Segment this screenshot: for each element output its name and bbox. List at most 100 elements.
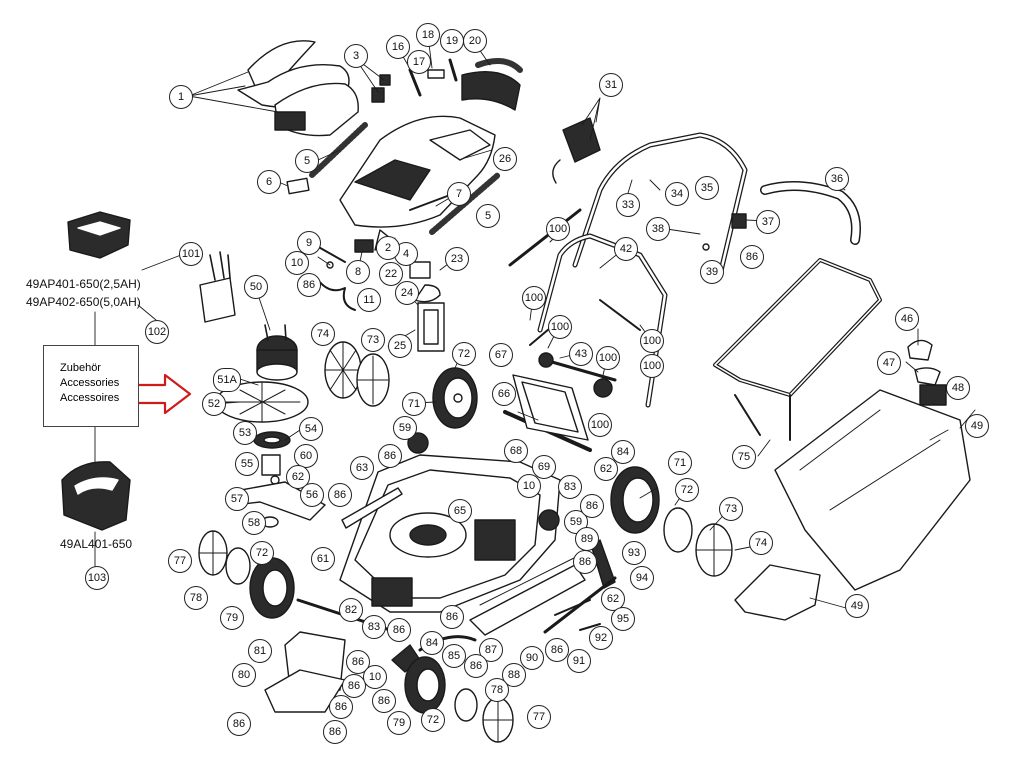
callout-6: 6 xyxy=(257,170,281,194)
accessories-label-de: Zubehör xyxy=(60,362,101,374)
callout-39: 39 xyxy=(700,260,724,284)
callout-100-a: 100 xyxy=(546,217,570,241)
callout-18: 18 xyxy=(416,23,440,47)
callout-71-b: 71 xyxy=(668,451,692,475)
callout-72-d: 72 xyxy=(421,708,445,732)
callout-100-c: 100 xyxy=(548,315,572,339)
callout-100-e: 100 xyxy=(640,354,664,378)
callout-86-f: 86 xyxy=(573,550,597,574)
callout-100-d: 100 xyxy=(596,346,620,370)
callout-10-c: 10 xyxy=(363,665,387,689)
callout-56: 56 xyxy=(300,483,324,507)
callout-25: 25 xyxy=(388,334,412,358)
battery-pack-image xyxy=(67,211,131,259)
callout-66: 66 xyxy=(492,382,516,406)
battery-code-1: 49AP401-650(2,5AH) xyxy=(26,277,141,291)
callout-67: 67 xyxy=(489,343,513,367)
callout-42: 42 xyxy=(614,237,638,261)
callout-86-b: 86 xyxy=(297,273,321,297)
callout-46: 46 xyxy=(895,307,919,331)
callout-33: 33 xyxy=(616,193,640,217)
callout-2: 2 xyxy=(376,236,400,260)
callout-31: 31 xyxy=(599,73,623,97)
callout-102: 102 xyxy=(145,320,169,344)
callout-83-b: 83 xyxy=(362,615,386,639)
callout-85: 85 xyxy=(442,644,466,668)
callout-101: 101 xyxy=(179,242,203,266)
part-1-covers xyxy=(237,40,359,137)
callout-95: 95 xyxy=(611,607,635,631)
callout-62-b: 62 xyxy=(594,457,618,481)
callout-1: 1 xyxy=(169,85,193,109)
callout-86-m: 86 xyxy=(329,695,353,719)
callout-86-g: 86 xyxy=(545,638,569,662)
callout-100-g: 100 xyxy=(588,413,612,437)
callout-86-i: 86 xyxy=(440,605,464,629)
callout-69: 69 xyxy=(532,455,556,479)
callout-16: 16 xyxy=(386,35,410,59)
callout-84-a: 84 xyxy=(611,440,635,464)
callout-100-f: 100 xyxy=(640,329,664,353)
callout-74-b: 74 xyxy=(749,531,773,555)
callout-50: 50 xyxy=(244,275,268,299)
callout-5-upper: 5 xyxy=(295,149,319,173)
callout-86-j: 86 xyxy=(387,618,411,642)
callout-48: 48 xyxy=(946,376,970,400)
callout-59-a: 59 xyxy=(393,416,417,440)
callout-80: 80 xyxy=(232,663,256,687)
callout-38: 38 xyxy=(646,217,670,241)
callout-49-a: 49 xyxy=(965,414,989,438)
callout-86-l: 86 xyxy=(342,674,366,698)
callout-81: 81 xyxy=(248,639,272,663)
callout-86-k: 86 xyxy=(346,650,370,674)
callout-86-c: 86 xyxy=(378,444,402,468)
callout-19: 19 xyxy=(440,29,464,53)
callout-54: 54 xyxy=(299,417,323,441)
callout-90: 90 xyxy=(520,646,544,670)
callout-68: 68 xyxy=(504,439,528,463)
battery-code-2: 49AP402-650(5,0AH) xyxy=(26,295,141,309)
callout-72-b: 72 xyxy=(675,478,699,502)
callout-23: 23 xyxy=(445,247,469,271)
callout-49-b: 49 xyxy=(845,594,869,618)
callout-86-o: 86 xyxy=(323,720,347,744)
callout-20: 20 xyxy=(463,29,487,53)
callout-86-e: 86 xyxy=(580,494,604,518)
callout-86-a: 86 xyxy=(740,245,764,269)
callout-26: 26 xyxy=(493,147,517,171)
callout-83-a: 83 xyxy=(558,475,582,499)
callout-93: 93 xyxy=(622,541,646,565)
callout-77-b: 77 xyxy=(527,705,551,729)
callout-24: 24 xyxy=(395,281,419,305)
callout-92: 92 xyxy=(589,626,613,650)
callout-62-a: 62 xyxy=(286,465,310,489)
callout-79-b: 79 xyxy=(387,711,411,735)
callout-73-a: 73 xyxy=(361,328,385,352)
callout-43: 43 xyxy=(569,342,593,366)
callout-35: 35 xyxy=(695,176,719,200)
callout-17: 17 xyxy=(407,50,431,74)
callout-74-a: 74 xyxy=(311,322,335,346)
callout-11: 11 xyxy=(357,288,381,312)
callout-84-b: 84 xyxy=(420,631,444,655)
callout-103: 103 xyxy=(85,566,109,590)
callout-58: 58 xyxy=(242,511,266,535)
callout-60: 60 xyxy=(294,444,318,468)
callout-3: 3 xyxy=(344,44,368,68)
callout-91: 91 xyxy=(567,649,591,673)
callout-72-c: 72 xyxy=(250,541,274,565)
callout-52: 52 xyxy=(202,392,226,416)
callout-57: 57 xyxy=(225,487,249,511)
callout-73-b: 73 xyxy=(719,497,743,521)
callout-7: 7 xyxy=(447,182,471,206)
callout-36: 36 xyxy=(825,167,849,191)
callout-72-a: 72 xyxy=(452,342,476,366)
accessories-box: Zubehör Accessories Accessoires xyxy=(43,345,139,427)
callout-86-n: 86 xyxy=(227,712,251,736)
callout-77-a: 77 xyxy=(168,549,192,573)
callout-100-b: 100 xyxy=(522,286,546,310)
charger-image xyxy=(61,461,131,531)
callout-34: 34 xyxy=(665,182,689,206)
